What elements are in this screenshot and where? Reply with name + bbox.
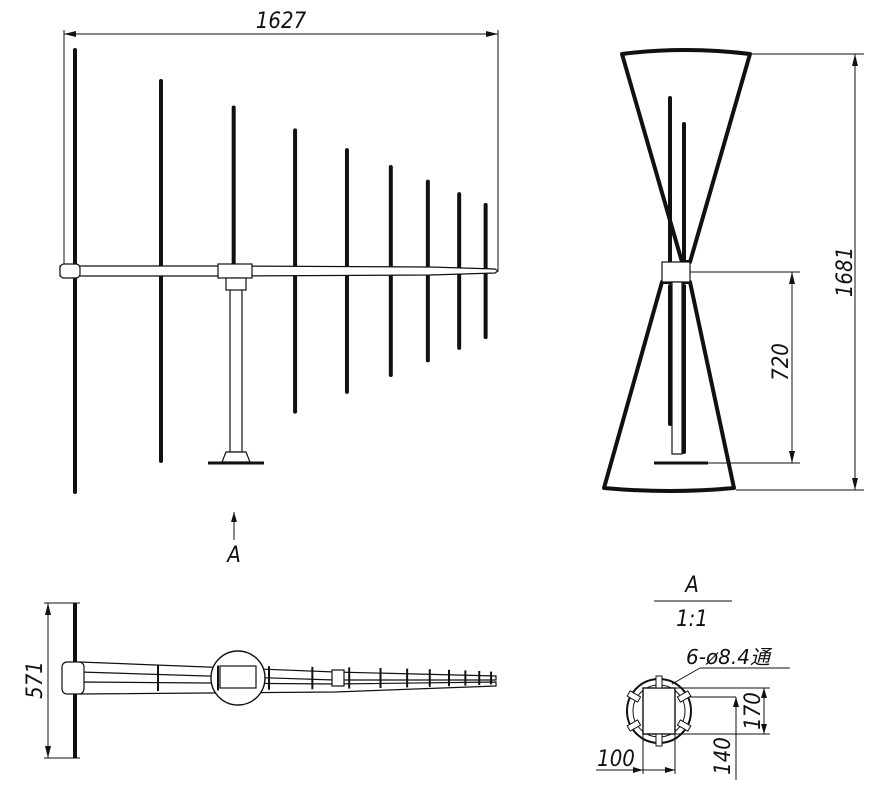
mast-arrow-top xyxy=(789,272,795,284)
arrowhead-left xyxy=(64,31,76,37)
height-arrow-top xyxy=(852,54,858,66)
mast-tube xyxy=(229,279,243,453)
side-view: 1681 720 xyxy=(602,48,864,493)
dim100-arrow-left xyxy=(633,767,643,773)
top-boom-joint xyxy=(331,669,345,687)
dim100-text: 100 xyxy=(597,747,635,772)
mast-top-fitting xyxy=(225,277,247,291)
width-dimension-text: 571 xyxy=(23,661,48,699)
boom-end-cap xyxy=(59,263,81,279)
section-arrow-head xyxy=(231,512,237,522)
hole-leader-line xyxy=(671,667,701,685)
side-mast xyxy=(671,281,683,455)
boom xyxy=(59,265,500,277)
height-arrow-bottom xyxy=(852,478,858,490)
side-hub xyxy=(661,261,691,283)
upper-element-envelope xyxy=(620,48,752,264)
top-element-stubs xyxy=(157,665,493,691)
flange-hole xyxy=(626,690,642,703)
dim170-text: 170 xyxy=(741,692,766,730)
flange-hole xyxy=(655,733,663,747)
flange-hole xyxy=(676,719,692,732)
flange-holes xyxy=(626,675,692,747)
top-boom-upper xyxy=(79,661,497,681)
flange-square-tube xyxy=(642,687,676,735)
arrowhead-right xyxy=(486,31,498,37)
dim140-arrow-top xyxy=(733,697,739,707)
flange-hole xyxy=(655,675,663,689)
section-arrow-label: A xyxy=(225,543,241,568)
boom-clamp xyxy=(217,263,253,279)
top-boom-end-cap xyxy=(61,661,85,695)
dim140-text: 140 xyxy=(711,737,736,775)
dim170-arrow-bottom xyxy=(761,724,767,734)
dim170-arrow-top xyxy=(761,688,767,698)
front-view: 1627 A xyxy=(59,9,500,568)
lower-element-envelope xyxy=(602,280,736,493)
dim100-arrow-right xyxy=(665,767,675,773)
hole-spec-text: 6-ø8.4通 xyxy=(686,645,773,669)
flange-hole xyxy=(626,719,642,732)
detail-view-a: A 1:1 6-ø8.4通 170 140 100 xyxy=(596,573,790,780)
top-flange-clamp xyxy=(219,665,257,689)
mast-base xyxy=(221,451,251,463)
flange-hole xyxy=(676,690,692,703)
mast-dimension-text: 720 xyxy=(769,343,794,381)
width-arrow-top xyxy=(45,603,51,615)
width-arrow-bottom xyxy=(45,746,51,758)
top-view: 571 xyxy=(23,602,497,759)
height-dimension-text: 1681 xyxy=(833,247,858,297)
detail-label: A xyxy=(683,573,699,598)
detail-scale: 1:1 xyxy=(676,607,708,632)
mast-arrow-bottom xyxy=(789,451,795,463)
length-dimension-text: 1627 xyxy=(256,9,307,34)
top-boom-lower xyxy=(79,681,497,695)
